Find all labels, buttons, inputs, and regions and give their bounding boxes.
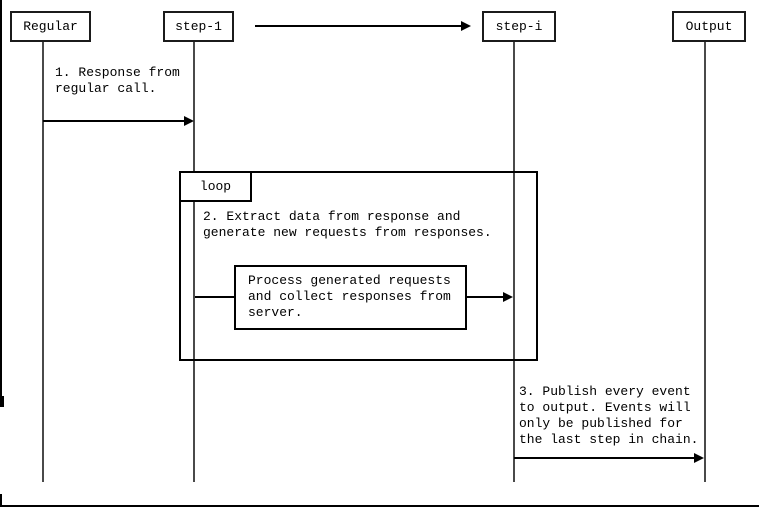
chain-arrow-line: [255, 25, 461, 27]
loop-frame: [179, 171, 538, 361]
lifeline-regular: [42, 42, 44, 482]
actor-label-output: Output: [685, 19, 733, 34]
actor-label-step-1: step-1: [175, 19, 222, 34]
message-1-label: 1. Response from regular call.: [55, 65, 180, 96]
loop-label-box: loop: [179, 171, 252, 202]
message-1-arrow-line: [43, 120, 184, 122]
message-1-arrow-head-icon: [184, 116, 194, 126]
lifeline-step-1: [193, 42, 195, 482]
window-left-border: [0, 0, 2, 400]
message-3-arrow-line: [514, 457, 694, 459]
actor-box-step-i: step-i: [482, 11, 556, 42]
lifeline-step-i: [513, 42, 515, 482]
window-bottom-left-corner: [0, 494, 2, 507]
actor-label-step-i: step-i: [495, 19, 543, 34]
actor-box-step-1: step-1: [163, 11, 234, 42]
loop-label: loop: [199, 179, 232, 194]
chain-arrow-head-icon: [461, 21, 471, 31]
window-bottom-border: [0, 505, 759, 507]
process-box: Process generated requests and collect r…: [234, 265, 467, 330]
process-connector-arrow-head-icon: [503, 292, 513, 302]
process-connector-right-line: [467, 296, 503, 298]
actor-box-output: Output: [672, 11, 746, 42]
message-2-label: 2. Extract data from response and genera…: [203, 209, 492, 240]
lifeline-output: [704, 42, 706, 482]
window-left-border-cap: [0, 396, 4, 407]
actor-label-regular: Regular: [23, 19, 78, 34]
actor-box-regular: Regular: [10, 11, 91, 42]
message-3-label: 3. Publish every event to output. Events…: [519, 384, 699, 447]
process-connector-left-line: [195, 296, 234, 298]
message-3-arrow-head-icon: [694, 453, 704, 463]
